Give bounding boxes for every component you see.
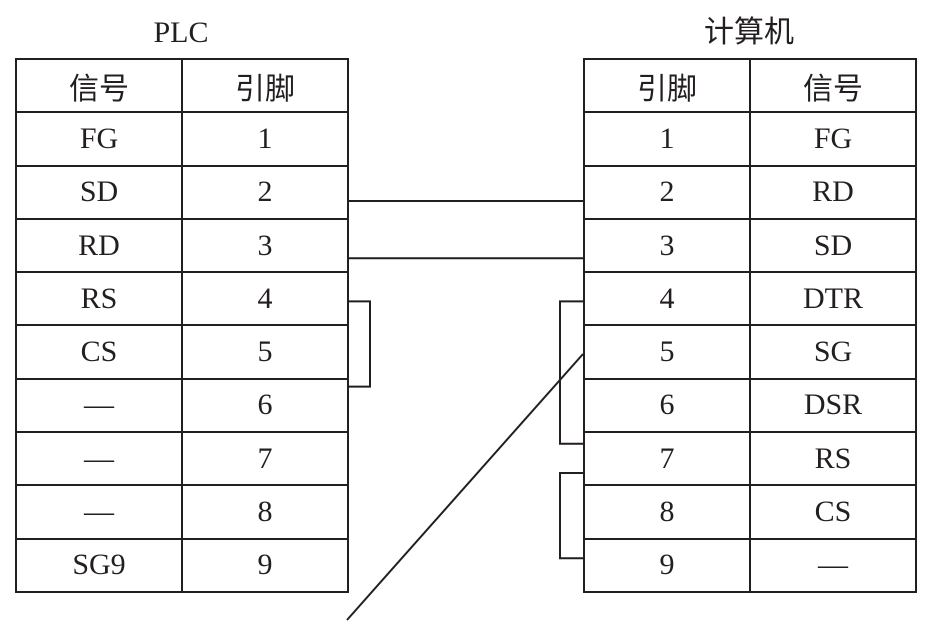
computer-signal-cell: FG bbox=[749, 111, 917, 167]
plc-row: —7 bbox=[15, 431, 349, 487]
plc-signal-cell: — bbox=[15, 377, 183, 434]
plc-pin-cell: 8 bbox=[181, 484, 349, 540]
plc-signal-cell: CS bbox=[15, 324, 183, 380]
computer-pin-cell: 9 bbox=[583, 537, 751, 593]
connection-wire bbox=[346, 353, 584, 621]
jumper-bracket bbox=[559, 300, 583, 445]
computer-signal-cell: SG bbox=[749, 324, 917, 380]
plc-signal-header: 信号 bbox=[15, 57, 183, 114]
computer-signal-cell: DTR bbox=[749, 271, 917, 327]
plc-signal-cell: — bbox=[15, 484, 183, 540]
computer-pin-cell: 6 bbox=[583, 377, 751, 434]
plc-row: —6 bbox=[15, 377, 349, 434]
computer-signal-cell: CS bbox=[749, 484, 917, 540]
plc-signal-cell: FG bbox=[15, 111, 183, 167]
computer-pin-cell: 3 bbox=[583, 217, 751, 274]
plc-signal-cell: SD bbox=[15, 164, 183, 220]
computer-title: 计算机 bbox=[704, 16, 794, 49]
computer-pin-cell: 4 bbox=[583, 271, 751, 327]
plc-pin-cell: 5 bbox=[181, 324, 349, 380]
computer-pin-cell: 7 bbox=[583, 431, 751, 487]
computer-header-row: 引脚 信号 bbox=[583, 57, 917, 114]
plc-signal-cell: SG9 bbox=[15, 537, 183, 593]
plc-header-row: 信号 引脚 bbox=[15, 57, 349, 114]
computer-pin-header: 引脚 bbox=[583, 57, 751, 114]
plc-pin-cell: 4 bbox=[181, 271, 349, 327]
computer-pin-cell: 5 bbox=[583, 324, 751, 380]
plc-title: PLC bbox=[153, 16, 209, 49]
computer-row: 9— bbox=[583, 537, 917, 593]
computer-signal-cell: RS bbox=[749, 431, 917, 487]
plc-signal-cell: RS bbox=[15, 271, 183, 327]
plc-pin-cell: 7 bbox=[181, 431, 349, 487]
plc-pin-cell: 9 bbox=[181, 537, 349, 593]
plc-pin-header: 引脚 bbox=[181, 57, 349, 114]
jumper-bracket bbox=[559, 472, 583, 560]
jumper-bracket bbox=[347, 300, 371, 388]
computer-signal-cell: DSR bbox=[749, 377, 917, 434]
computer-pin-cell: 2 bbox=[583, 164, 751, 220]
computer-signal-cell: RD bbox=[749, 164, 917, 220]
plc-row: —8 bbox=[15, 484, 349, 540]
plc-pin-cell: 1 bbox=[181, 111, 349, 167]
computer-signal-header: 信号 bbox=[749, 57, 917, 114]
plc-signal-cell: — bbox=[15, 431, 183, 487]
computer-signal-cell: — bbox=[749, 537, 917, 593]
plc-pin-cell: 6 bbox=[181, 377, 349, 434]
computer-signal-cell: SD bbox=[749, 217, 917, 274]
plc-pin-cell: 2 bbox=[181, 164, 349, 220]
plc-pin-cell: 3 bbox=[181, 217, 349, 274]
computer-pin-cell: 8 bbox=[583, 484, 751, 540]
plc-signal-cell: RD bbox=[15, 217, 183, 274]
computer-pin-cell: 1 bbox=[583, 111, 751, 167]
